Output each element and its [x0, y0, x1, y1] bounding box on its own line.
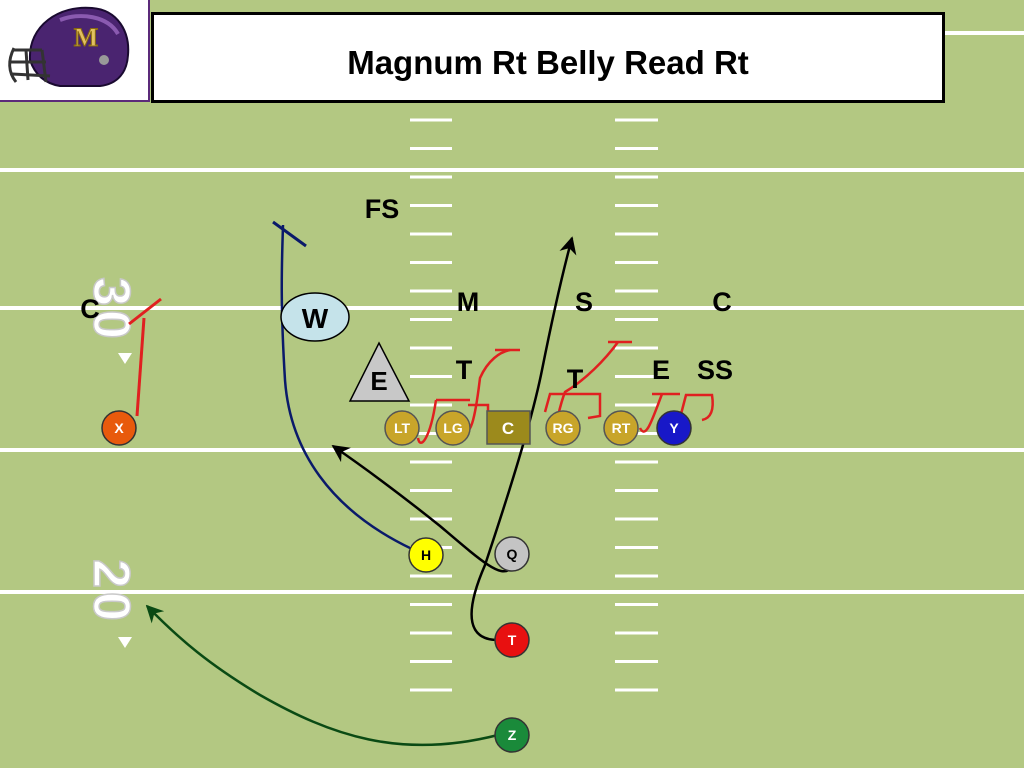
lt-block: [416, 399, 438, 444]
yard-direction-arrow: [118, 637, 132, 648]
player-x-marker: [101, 410, 137, 446]
yard-direction-arrow: [118, 353, 132, 364]
defender-s: S: [575, 287, 593, 317]
player-t-label: T: [508, 632, 517, 648]
player-t-marker: [494, 622, 530, 658]
player-h-marker: [408, 537, 444, 573]
defender-c-left: C: [80, 294, 100, 324]
player-c-label: C: [502, 419, 514, 438]
player-rt-label: RT: [612, 420, 631, 436]
defender-fs: FS: [365, 194, 400, 224]
rt-block: [638, 393, 664, 433]
player-lt-label: LT: [394, 420, 411, 436]
hash-marks: [410, 118, 658, 692]
football-helmet-icon: M: [8, 6, 130, 87]
player-x-label: X: [114, 420, 124, 436]
player-lg: LG: [435, 410, 471, 446]
player-c: C: [486, 410, 531, 445]
player-x: X: [101, 410, 137, 446]
defender-e-left: E: [370, 366, 387, 396]
player-rg: RG: [545, 410, 581, 446]
t-route: [470, 236, 577, 642]
h-route: [280, 224, 413, 551]
team-logo: M: [0, 0, 150, 102]
defender-e-right: E: [652, 355, 670, 385]
player-z-label: Z: [508, 727, 517, 743]
yard-lines: [0, 31, 1024, 594]
player-q-label: Q: [507, 546, 518, 562]
yard-number-20-text: 20: [82, 559, 140, 625]
player-lt: LT: [384, 410, 420, 446]
x-block-cap: [128, 297, 162, 326]
player-q: Q: [494, 536, 530, 572]
z-route: [145, 604, 499, 747]
player-rt-marker: [603, 410, 639, 446]
y-block: [678, 393, 714, 422]
player-lt-marker: [384, 410, 420, 446]
x-block-route: [135, 317, 146, 417]
player-c-marker: [486, 410, 531, 445]
yard-number-30: 30: [81, 276, 141, 343]
player-y: Y: [656, 410, 692, 446]
yard-number-20: 20: [81, 558, 141, 625]
defender-w: W: [302, 303, 329, 334]
yard-number-30-text: 30: [82, 277, 140, 343]
rg-second-block: [543, 392, 602, 420]
player-y-marker: [656, 410, 692, 446]
player-rt: RT: [603, 410, 639, 446]
h-route-cap: [272, 220, 307, 248]
player-lg-label: LG: [443, 420, 463, 436]
player-h: H: [408, 537, 444, 573]
title-box: Magnum Rt Belly Read Rt: [151, 12, 945, 103]
defender-ss: SS: [697, 355, 733, 385]
player-z: Z: [494, 717, 530, 753]
q-fake-route: [331, 444, 511, 573]
defender-m: M: [457, 287, 480, 317]
player-y-label: Y: [669, 420, 679, 436]
defender-c-right: C: [712, 287, 732, 317]
player-t: T: [494, 622, 530, 658]
player-rg-marker: [545, 410, 581, 446]
logo-lettering: M: [74, 23, 99, 52]
defender-t-right: T: [567, 364, 584, 394]
player-q-marker: [494, 536, 530, 572]
play-title: Magnum Rt Belly Read Rt: [347, 43, 749, 81]
defender-w-bubble: [280, 292, 350, 342]
defender-e-triangle: [348, 341, 411, 402]
player-z-marker: [494, 717, 530, 753]
player-rg-label: RG: [553, 420, 574, 436]
defender-t-left: T: [456, 355, 473, 385]
player-h-label: H: [421, 547, 431, 563]
player-lg-marker: [435, 410, 471, 446]
